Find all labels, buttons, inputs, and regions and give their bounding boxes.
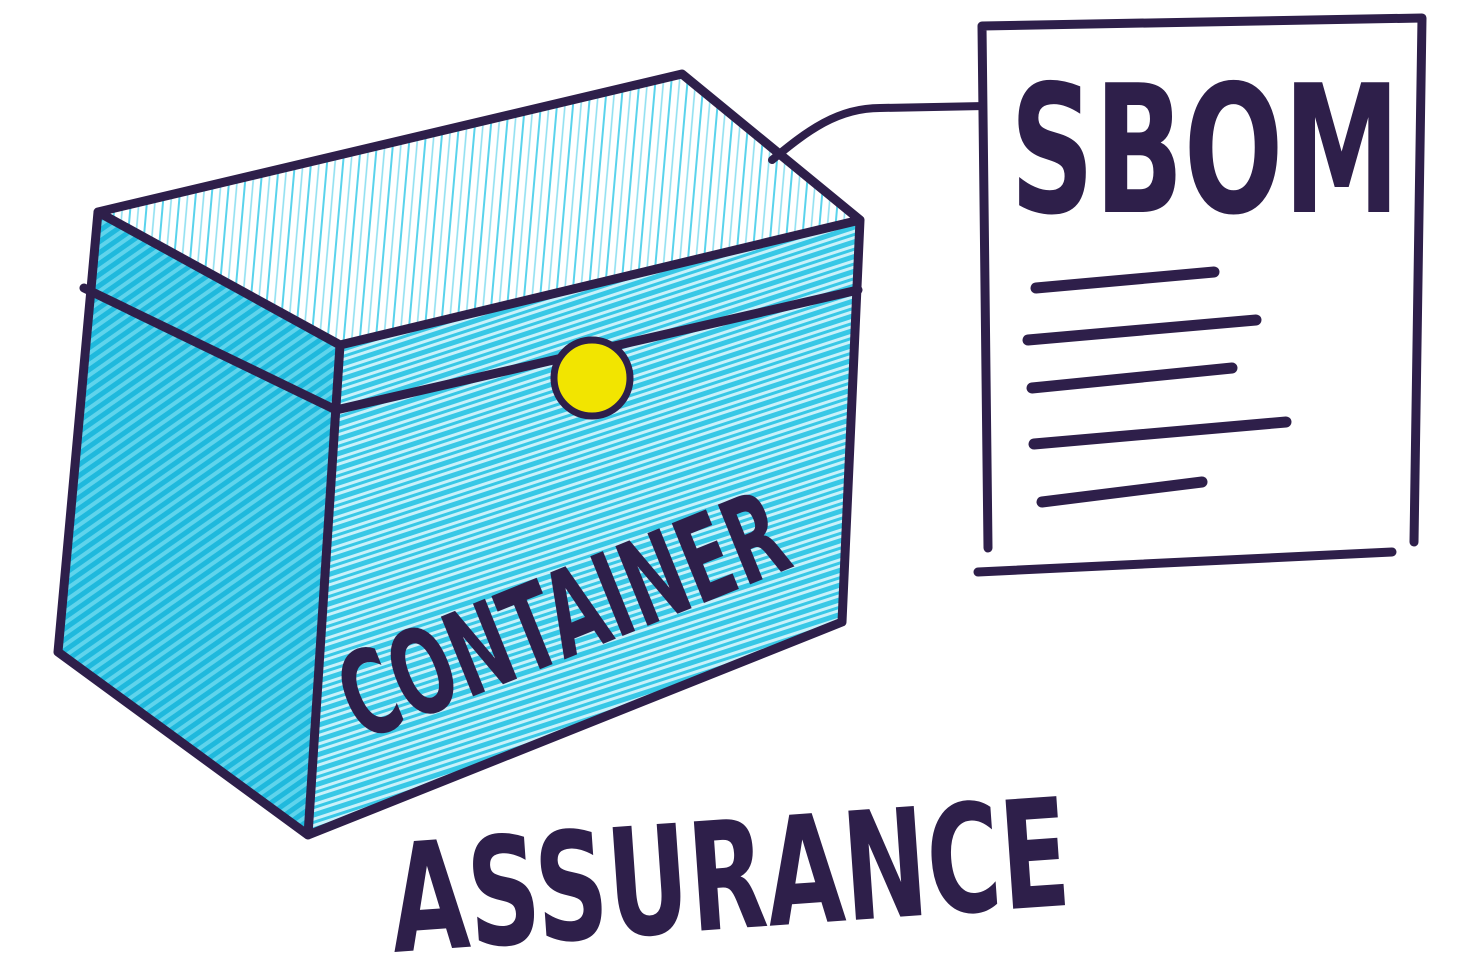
sbom-title: SBOM xyxy=(1010,47,1400,254)
sbom-text-line xyxy=(1022,314,1262,346)
container-front-face xyxy=(308,220,860,835)
sbom-text-line xyxy=(1026,362,1238,394)
container-side-face xyxy=(58,212,340,835)
sbom-page-outline xyxy=(973,13,1427,577)
assurance-caption: ASSURANCE xyxy=(384,767,1074,977)
container-box: CONTAINER xyxy=(53,69,865,840)
sbom-text-line xyxy=(1028,416,1292,450)
container-top-face xyxy=(98,74,860,345)
sbom-document: SBOM xyxy=(973,13,1427,577)
connector-line xyxy=(768,102,989,164)
container-lid-seam xyxy=(79,283,863,415)
latch-icon xyxy=(550,336,634,420)
container-outline xyxy=(53,69,865,840)
sbom-text-lines xyxy=(1022,266,1292,508)
sbom-text-line xyxy=(1036,476,1208,508)
sbom-text-line xyxy=(1030,266,1220,294)
